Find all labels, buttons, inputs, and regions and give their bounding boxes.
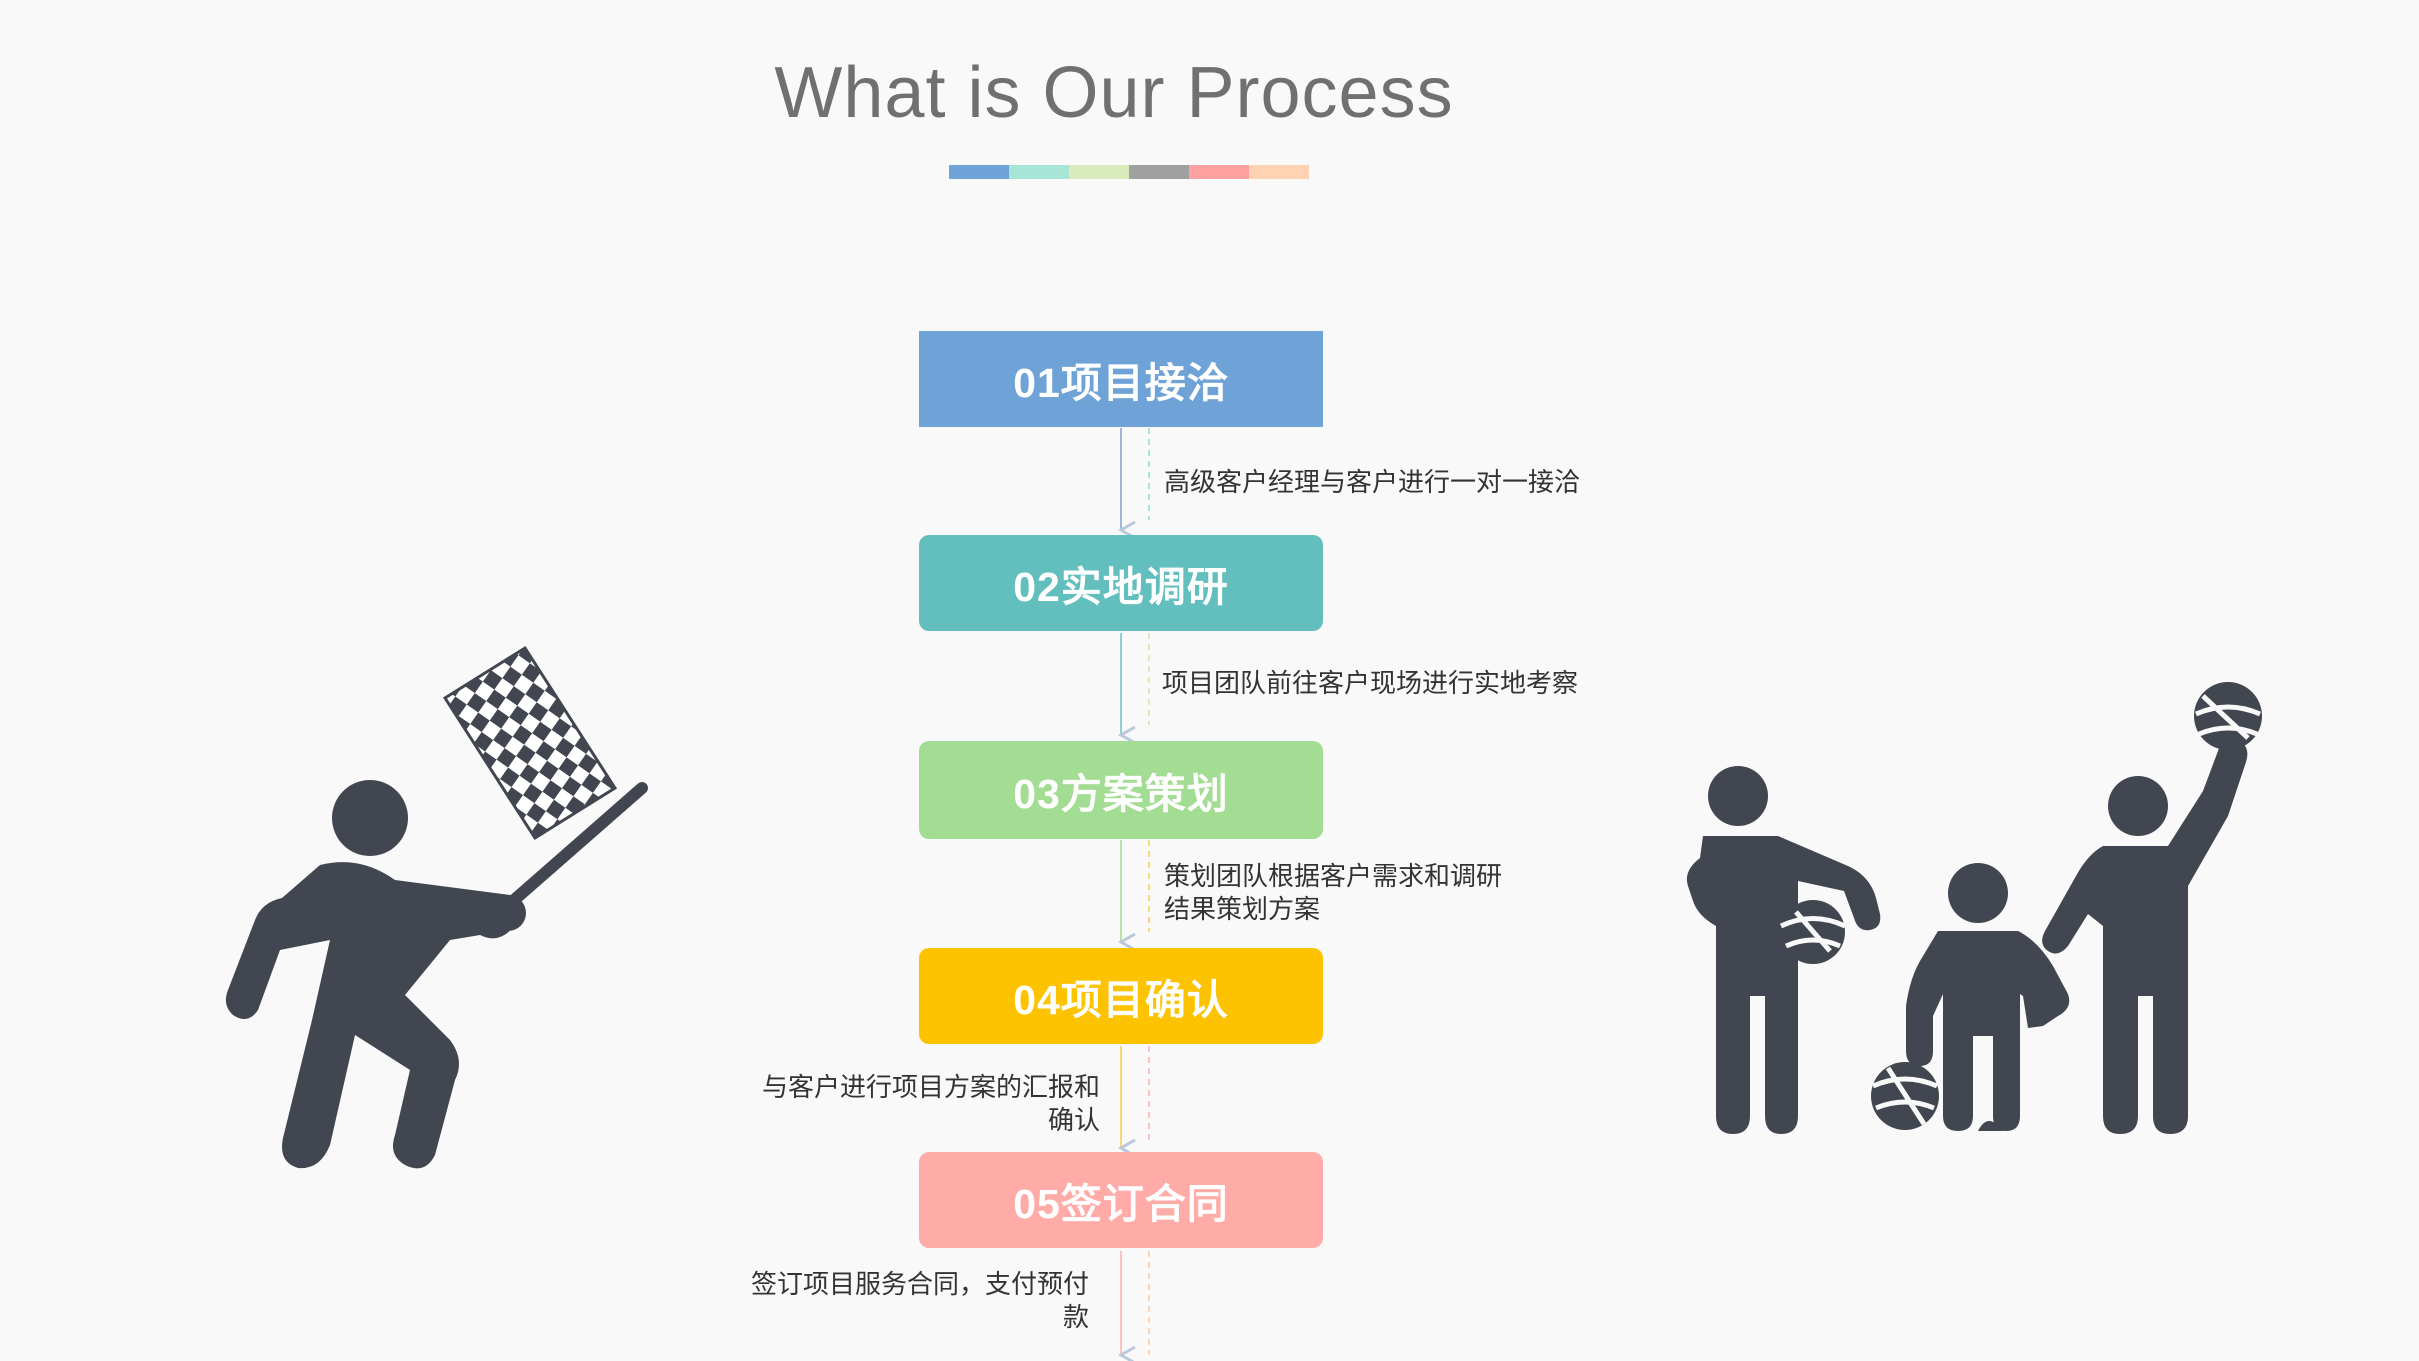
color-bar-segment [1069, 165, 1129, 179]
color-bar-segment [1249, 165, 1309, 179]
step-5-description: 签订项目服务合同，支付预付 款 [751, 1269, 1089, 1335]
step-3-description-line: 结果策划方案 [1164, 895, 1321, 925]
step-5-description-line: 款 [1062, 1303, 1089, 1333]
step-4-description: 与客户进行项目方案的汇报和 确认 [762, 1072, 1100, 1138]
step-4-description-line: 与客户进行项目方案的汇报和 [761, 1073, 1100, 1103]
color-bar-segment [1009, 165, 1069, 179]
step-3-description-line: 策划团队根据客户需求和调研 [1164, 862, 1503, 892]
step-1-box: 01项目接洽 [919, 331, 1323, 427]
step-3-description: 策划团队根据客户需求和调研 结果策划方案 [1164, 861, 1502, 927]
step-4-description-line: 确认 [1047, 1106, 1100, 1136]
step-5-description-line: 签订项目服务合同，支付预付 [750, 1270, 1089, 1300]
page-title: What is Our Process [774, 53, 1454, 133]
step-2-box: 02实地调研 [919, 535, 1323, 631]
step-1-description: 高级客户经理与客户进行一对一接洽 [1164, 468, 1581, 498]
color-bar-segment [1189, 165, 1249, 179]
title-color-bar [949, 165, 1309, 179]
step-4-box: 04项目确认 [919, 948, 1323, 1044]
color-bar-segment [1129, 165, 1189, 179]
color-bar-segment [949, 165, 1009, 179]
flag-runner-icon [225, 645, 648, 1169]
step-3-box: 03方案策划 [919, 741, 1323, 839]
family-with-balls-icon [1686, 682, 2262, 1134]
step-5-box: 05签订合同 [919, 1152, 1323, 1248]
step-2-description: 项目团队前往客户现场进行实地考察 [1162, 669, 1579, 699]
